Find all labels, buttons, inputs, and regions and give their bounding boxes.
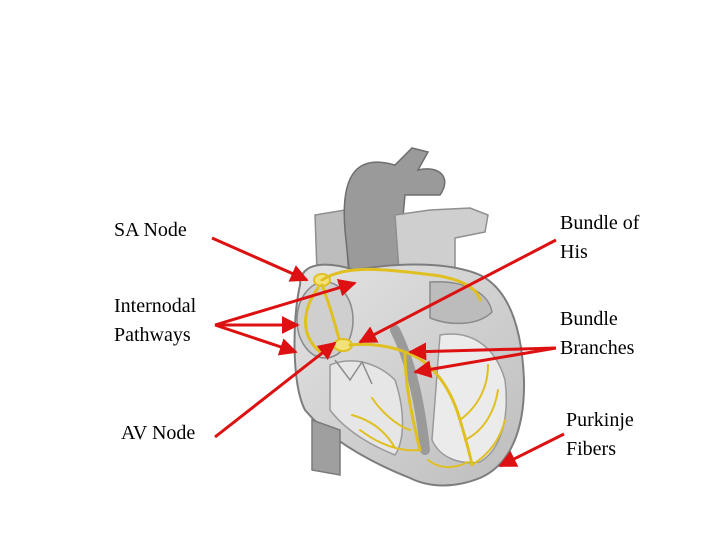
internodal-pathway-anterior <box>320 267 482 302</box>
septum <box>390 325 430 455</box>
arrow-bundle-branch-upper <box>408 342 557 361</box>
right-bundle-branch <box>403 350 422 452</box>
arrow-bundle-of-his <box>358 238 557 344</box>
arrow-internodal-lower <box>214 323 298 356</box>
internodal-pathway-middle <box>320 283 342 344</box>
arrows <box>211 236 565 468</box>
arrow-internodal-upper <box>214 279 357 327</box>
av-node-label: AV Node <box>121 422 196 444</box>
bundle-of-his-fiber <box>348 342 407 354</box>
purkinje-fibers-left <box>427 364 506 468</box>
aorta <box>343 147 446 301</box>
bundle-of-his-label: Bundle of His <box>560 212 640 263</box>
right-ventricle <box>329 360 404 456</box>
sa-node-label: SA Node <box>114 219 187 241</box>
purkinje-fibers-label: Purkinje Fibers <box>566 409 634 460</box>
inferior-vena-cava <box>311 418 341 476</box>
purkinje-fibers-right <box>351 397 421 452</box>
arrow-purkinje-fibers <box>498 432 565 468</box>
internodal-pathways-label: Internodal Pathways <box>114 295 197 346</box>
tricuspid-valve <box>334 359 373 385</box>
arrow-sa-node <box>211 236 309 282</box>
bundle-branches-label: Bundle Branches <box>560 308 635 359</box>
arrow-bundle-branch-lower <box>413 346 557 379</box>
arrow-av-node <box>214 341 337 439</box>
conduction-system <box>304 267 506 468</box>
